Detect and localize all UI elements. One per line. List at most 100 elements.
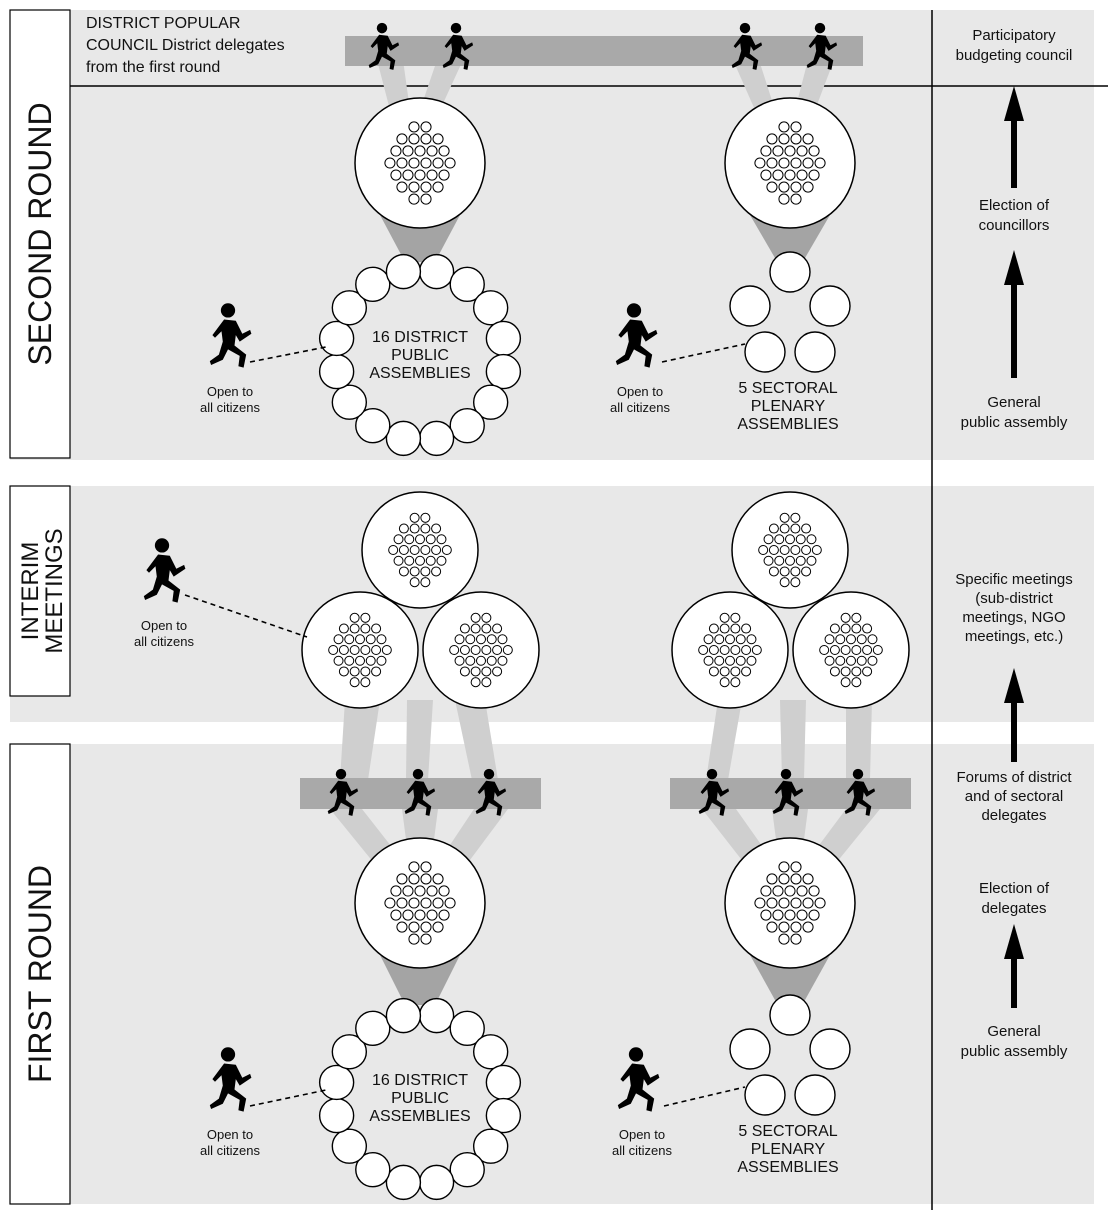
delegate-seat bbox=[432, 897, 444, 909]
delegate-seat bbox=[444, 157, 456, 169]
delegate-seat bbox=[470, 644, 481, 656]
delegate-seat bbox=[735, 655, 746, 666]
delegation-beam bbox=[377, 60, 410, 110]
delegate-seat bbox=[338, 623, 349, 634]
delegate-seat bbox=[784, 909, 796, 921]
sectoral-assembly-group bbox=[729, 251, 851, 373]
open-label-b1: Open to bbox=[617, 384, 663, 399]
delegate-seat bbox=[766, 157, 778, 169]
sidebar-general-public-2a: General bbox=[987, 1023, 1040, 1040]
delegate-seat bbox=[790, 544, 801, 556]
delegate-seat bbox=[426, 885, 438, 897]
delegate-seat bbox=[784, 885, 796, 897]
delegate-seat bbox=[388, 544, 399, 556]
delegate-seat bbox=[724, 634, 736, 645]
delegate-circle bbox=[354, 97, 486, 229]
delegate-seat bbox=[808, 909, 820, 921]
delegate-seat bbox=[724, 655, 736, 666]
delegate-seat bbox=[459, 644, 470, 656]
delegate-seat bbox=[492, 666, 503, 677]
assembly-circle bbox=[729, 285, 771, 327]
delegation-beam bbox=[380, 955, 460, 1005]
delegate-seat bbox=[426, 909, 438, 921]
delegate-circle bbox=[354, 837, 486, 969]
delegate-seat bbox=[840, 612, 851, 623]
delegate-seat bbox=[396, 921, 408, 933]
delegate-seat bbox=[420, 121, 432, 133]
delegate-seat bbox=[497, 634, 508, 645]
delegate-seat bbox=[414, 534, 426, 545]
sidebar-specific-2: (sub-district bbox=[975, 590, 1053, 607]
delegate-seat bbox=[719, 612, 730, 623]
delegate-seat bbox=[381, 644, 392, 656]
participation-dashed-line bbox=[184, 594, 308, 638]
delegate-seat bbox=[344, 655, 355, 666]
sectoral-assembly-label-1r-2: PLENARY bbox=[751, 1141, 826, 1158]
delegate-circle-outline bbox=[792, 591, 910, 709]
delegate-seat bbox=[396, 181, 408, 193]
delegate-seat bbox=[796, 169, 808, 181]
delegate-seat bbox=[851, 623, 862, 634]
delegate-seat bbox=[730, 644, 741, 656]
delegate-seat bbox=[778, 873, 790, 885]
delegate-seat bbox=[763, 555, 774, 566]
delegate-seat bbox=[384, 897, 396, 909]
assembly-circle bbox=[449, 1010, 485, 1047]
delegate-seat bbox=[408, 861, 420, 873]
delegate-seat bbox=[360, 612, 371, 623]
assembly-circle bbox=[794, 1074, 836, 1116]
assembly-circle bbox=[769, 251, 811, 293]
delegate-seat bbox=[790, 933, 802, 945]
delegate-seat bbox=[486, 634, 497, 645]
delegate-seat bbox=[354, 655, 366, 666]
delegate-seat bbox=[790, 157, 802, 169]
delegate-seat bbox=[796, 909, 808, 921]
council-label-3: from the first round bbox=[86, 59, 220, 76]
delegate-seat bbox=[349, 644, 360, 656]
second-round-panel bbox=[10, 10, 1094, 460]
delegate-seat bbox=[802, 921, 814, 933]
delegate-seat bbox=[438, 145, 450, 157]
council-label-2: COUNCIL District delegates bbox=[86, 37, 285, 54]
delegate-seat bbox=[802, 897, 814, 909]
delegate-seat bbox=[360, 644, 371, 656]
delegate-seat bbox=[454, 655, 465, 666]
delegate-seat bbox=[741, 623, 752, 634]
delegate-forum-band bbox=[345, 36, 863, 66]
delegate-seat bbox=[768, 523, 779, 534]
delegate-seat bbox=[867, 655, 878, 666]
delegation-beam bbox=[733, 60, 775, 110]
assembly-circle bbox=[318, 353, 355, 390]
delegate-seat bbox=[431, 566, 442, 577]
delegation-beam bbox=[780, 700, 806, 780]
delegate-seat bbox=[778, 157, 790, 169]
delegate-seat bbox=[481, 677, 492, 688]
delegate-seat bbox=[431, 523, 442, 534]
delegate-seat bbox=[778, 897, 790, 909]
delegate-seat bbox=[824, 655, 835, 666]
open-label-e1: Open to bbox=[619, 1127, 665, 1142]
delegate-seat bbox=[808, 885, 820, 897]
sectoral-assembly-label-1r-1: 5 SECTORAL bbox=[738, 1123, 837, 1140]
delegate-seat bbox=[856, 634, 867, 645]
assembly-circle bbox=[385, 253, 422, 290]
district-assembly-ring bbox=[318, 997, 522, 1201]
delegate-seat bbox=[840, 644, 851, 656]
first-round-label: FIRST ROUND bbox=[22, 865, 58, 1083]
assembly-circle bbox=[318, 1064, 355, 1101]
delegate-seat bbox=[856, 655, 867, 666]
assembly-circle bbox=[809, 285, 851, 327]
interim-panel bbox=[10, 486, 1094, 722]
delegate-seat bbox=[408, 121, 420, 133]
delegate-seat bbox=[829, 666, 840, 677]
open-label-c2: all citizens bbox=[134, 634, 194, 649]
delegate-seat bbox=[349, 612, 360, 623]
delegate-seat bbox=[698, 644, 709, 656]
delegate-seat bbox=[396, 133, 408, 145]
assembly-circle bbox=[809, 1028, 851, 1070]
delegate-seat bbox=[772, 909, 784, 921]
delegate-seat bbox=[371, 623, 382, 634]
delegate-seat bbox=[371, 644, 382, 656]
delegate-circle bbox=[361, 491, 479, 609]
delegate-seat bbox=[790, 873, 802, 885]
